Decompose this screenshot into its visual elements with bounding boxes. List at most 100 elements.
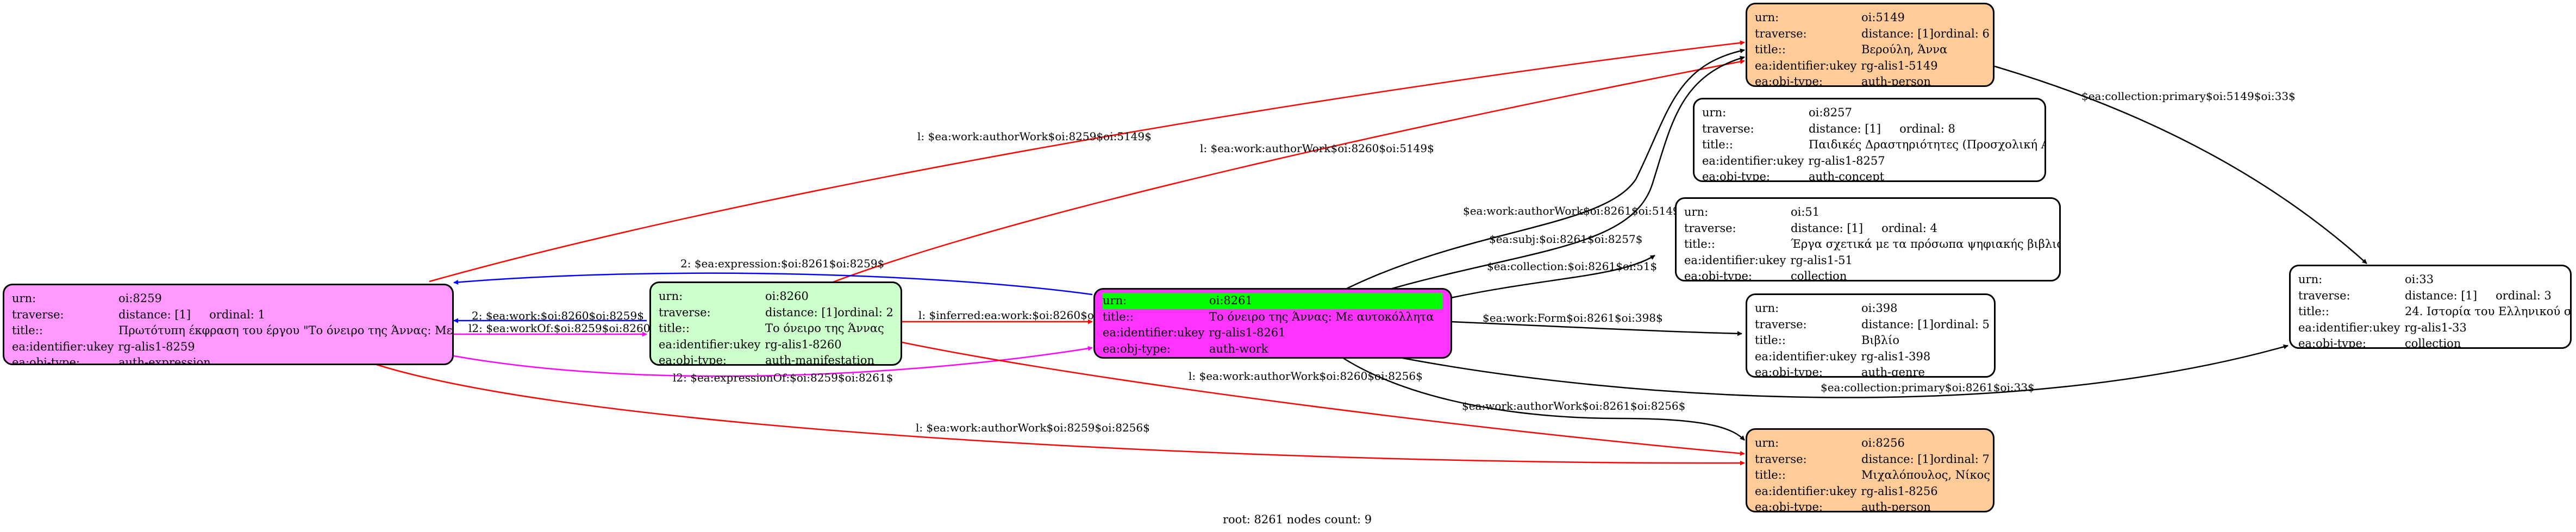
node-title: Βερούλη, Άννα: [1861, 43, 1948, 56]
edge-label: l: $ea:work:authorWork$oi:8259$oi:8256$: [916, 421, 1150, 434]
node-ordinal: ordinal: 4: [1881, 221, 1937, 235]
node-oi-8256[interactable]: urn: oi:8256 traverse: distance: [1]ordina…: [1746, 428, 1994, 512]
node-distance: distance: [1]: [1791, 221, 1864, 235]
node-ordinal: ordinal: 2: [837, 305, 893, 319]
node-ordinal: ordinal: 1: [209, 308, 265, 321]
node-oi-8261[interactable]: urn: oi:8261 title::Το όνειρο της Άννας: …: [1093, 288, 1452, 359]
node-objtype: auth-work: [1209, 342, 1268, 355]
field-label: ea:obj-type:: [2298, 337, 2366, 349]
node-title: Μιχαλόπουλος, Νίκος: [1861, 468, 1991, 481]
node-distance: distance: [1]: [118, 308, 191, 321]
node-ukey: rg-alis1-8259: [118, 340, 195, 353]
node-ukey: rg-alis1-8260: [765, 337, 842, 351]
field-label: urn:: [1755, 436, 1779, 449]
node-ukey: rg-alis1-51: [1790, 253, 1853, 267]
field-label: title::: [659, 322, 690, 335]
field-label: urn:: [1755, 11, 1779, 24]
node-urn: oi:51: [1791, 205, 1820, 218]
edge-label: $ea:collection:primary$oi:5149$oi:33$: [2081, 90, 2296, 103]
edge-8260-8256: [902, 341, 1745, 456]
node-urn: oi:33: [2405, 273, 2434, 286]
node-distance: distance: [1]: [1861, 27, 1934, 40]
node-distance: distance: [1]: [1861, 452, 1934, 466]
field-label: title::: [1684, 237, 1715, 251]
edge-label: $ea:work:authorWork$oi:8261$oi:8256$: [1462, 399, 1685, 412]
node-objtype: auth-person: [1861, 75, 1931, 87]
field-label: traverse:: [1755, 317, 1807, 331]
field-label: ea:identifier:ukey: [1702, 154, 1804, 167]
field-label: title::: [12, 324, 43, 337]
node-ukey: rg-alis1-8257: [1808, 154, 1885, 167]
field-label: traverse:: [12, 308, 64, 321]
node-objtype: auth-concept: [1809, 170, 1885, 182]
node-oi-398[interactable]: urn:oi:398 traverse:distance: [1]ordinal…: [1746, 293, 1996, 378]
field-label: urn:: [12, 292, 36, 305]
node-title: Πρωτότυπη έκφραση του έργου "Το όνειρο τ…: [118, 324, 453, 337]
node-title: Το όνειρο της Άννας: Με αυτοκόλλητα: [1209, 310, 1434, 323]
field-label: ea:identifier:ukey: [1755, 484, 1857, 498]
field-label: title::: [1755, 43, 1786, 56]
node-oi-33[interactable]: urn:oi:33 traverse:distance: [1]ordinal:…: [2289, 265, 2572, 349]
node-ukey: rg-alis1-398: [1861, 349, 1931, 363]
edge-5149-33: [1994, 65, 2367, 264]
field-label: ea:obj-type:: [1684, 270, 1752, 281]
field-label: title::: [1702, 138, 1733, 151]
edge-8259-8261: [453, 346, 1093, 377]
node-objtype: collection: [1791, 270, 1847, 281]
node-oi-5149[interactable]: urn: oi:5149 traverse: distance: [1]ordina…: [1746, 3, 1994, 87]
field-label: urn:: [1684, 205, 1709, 218]
edge-label: $ea:work:authorWork$oi:8261$oi:5149$: [1463, 204, 1686, 217]
field-label: title::: [1103, 310, 1134, 323]
node-urn: oi:5149: [1861, 11, 1905, 24]
node-oi-8257[interactable]: urn:oi:8257 traverse:distance: [1]ordina…: [1693, 98, 2046, 182]
field-label: traverse:: [2298, 289, 2350, 302]
field-label: ea:identifier:ukey: [659, 337, 761, 351]
edge-label: l: $ea:work:authorWork$oi:8260$oi:5149$: [1200, 142, 1434, 155]
field-label: ea:identifier:ukey: [1755, 59, 1857, 72]
edge-8261-8257: [1374, 55, 1745, 295]
node-urn: oi:8259: [118, 292, 162, 305]
field-label: ea:obj-type:: [1755, 500, 1823, 512]
field-label: ea:obj-type:: [1755, 75, 1823, 87]
node-objtype: auth-person: [1861, 500, 1931, 512]
field-label: traverse:: [1755, 452, 1807, 466]
node-ordinal: ordinal: 8: [1899, 122, 1955, 135]
edge-label: l: $ea:work:authorWork$oi:8259$oi:5149$: [917, 130, 1152, 143]
field-label: urn:: [1702, 106, 1727, 119]
edge-label: $ea:collection:primary$oi:8261$oi:33$: [1821, 381, 2035, 394]
edge-label: 2: $ea:expression:$oi:8261$oi:8259$: [680, 257, 884, 270]
field-label: traverse:: [1755, 27, 1807, 40]
edge-8259-5149: [429, 40, 1745, 283]
field-label: ea:obj-type:: [12, 356, 80, 365]
node-objtype: auth-expression: [118, 356, 211, 365]
field-label: urn:: [2298, 273, 2323, 286]
node-ordinal: ordinal: 7: [1934, 452, 1990, 466]
edge-label: $ea:collection:$oi:8261$oi:51$: [1487, 260, 1657, 273]
node-urn: oi:8256: [1861, 436, 1905, 449]
field-label: ea:identifier:ukey: [2298, 321, 2400, 334]
field-label: ea:obj-type:: [1702, 170, 1770, 182]
node-objtype: collection: [2405, 337, 2461, 349]
field-label: ea:obj-type:: [659, 354, 727, 366]
field-label: ea:identifier:ukey: [1103, 326, 1205, 339]
field-label: urn:: [1103, 294, 1127, 307]
field-label: ea:identifier:ukey: [1755, 349, 1857, 363]
node-urn: oi:8257: [1809, 106, 1852, 119]
field-label: ea:identifier:ukey: [12, 340, 114, 353]
edge-label: l2: $ea:workOf:$oi:8259$oi:8260$: [468, 322, 657, 335]
edge-8261-398: [1450, 321, 1742, 336]
edge-8261-8256: [1342, 356, 1745, 441]
node-ukey: rg-alis1-8256: [1861, 484, 1938, 498]
edge-label: $ea:subj:$oi:8261$oi:8257$: [1489, 233, 1642, 246]
node-urn: oi:8261: [1209, 294, 1253, 307]
node-oi-51[interactable]: urn:oi:51 traverse:distance: [1]ordinal:…: [1675, 197, 2061, 281]
node-ordinal: ordinal: 5: [1934, 317, 1990, 331]
node-distance: distance: [1]: [2405, 289, 2478, 302]
node-title: Βιβλίο: [1861, 334, 1899, 347]
edge-8261-33: [1391, 344, 2289, 398]
node-oi-8259[interactable]: urn: oi:8259 traverse: distance: [1] ordina…: [3, 284, 454, 365]
node-oi-8260[interactable]: urn:oi:8260 traverse:distance: [1]ordina…: [649, 281, 902, 366]
node-urn: oi:8260: [765, 290, 809, 303]
node-ordinal: ordinal: 6: [1934, 27, 1990, 40]
